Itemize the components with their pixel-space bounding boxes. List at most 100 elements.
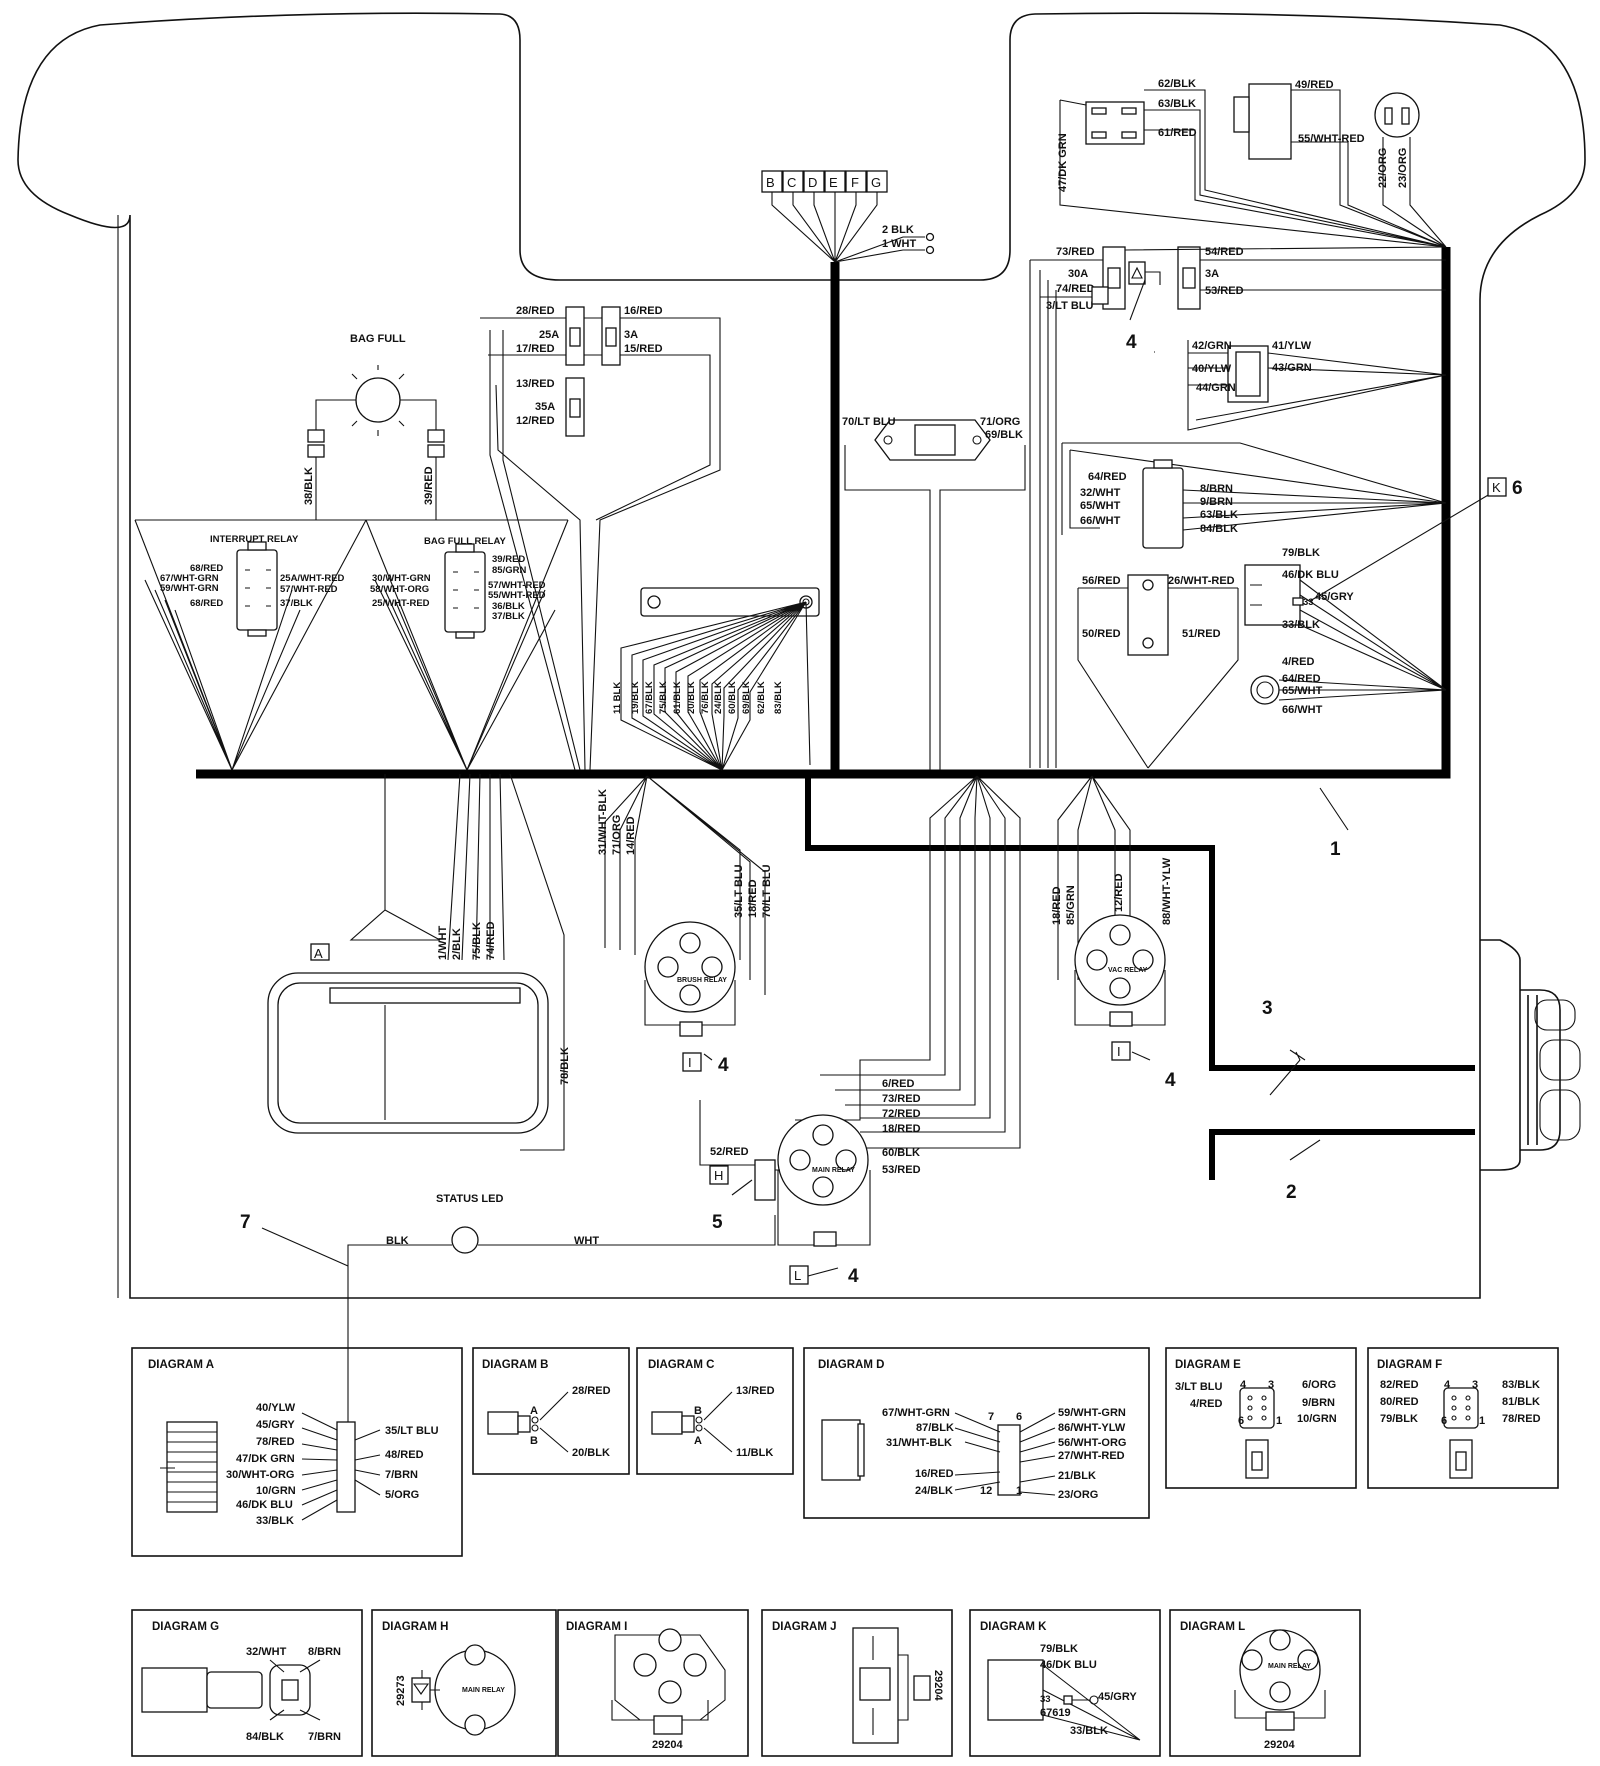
da-right-2: 7/BRN xyxy=(385,1469,418,1481)
k-wire-33blk: 33/BLK xyxy=(1282,619,1320,631)
dd-pin-6: 6 xyxy=(1016,1411,1022,1423)
r8-wire-8: 8/BRN xyxy=(1200,483,1233,495)
brush-relay xyxy=(604,775,766,1072)
df-right-2: 78/RED xyxy=(1502,1413,1541,1425)
a-box-letter: A xyxy=(314,946,323,961)
da-right-1: 48/RED xyxy=(385,1449,424,1461)
dc-pin-a: A xyxy=(694,1435,702,1447)
callout-4-brush: 4 xyxy=(718,1055,729,1076)
m-wire-73: 73/RED xyxy=(882,1093,921,1105)
gnd-wire-11: 83/BLK xyxy=(773,681,784,714)
db-top: 28/RED xyxy=(572,1385,611,1397)
tr-wire-61: 61/RED xyxy=(1158,127,1197,139)
de-pin-4: 4 xyxy=(1240,1379,1247,1391)
dd-left-0: 67/WHT-GRN xyxy=(882,1407,950,1419)
m-wire-52: 52/RED xyxy=(710,1146,749,1158)
diagram-i-title: DIAGRAM I xyxy=(566,1621,627,1633)
bag-full-relay xyxy=(444,543,486,639)
bcdefg-connector xyxy=(761,170,935,263)
horn-wire-65: 65/WHT xyxy=(1282,685,1323,697)
df-left-2: 79/BLK xyxy=(1380,1413,1418,1425)
gnd-wire-0: 11 BLK xyxy=(612,682,623,714)
k-wire-33: 33 xyxy=(1303,597,1314,608)
dd-right-3: 27/WHT-RED xyxy=(1058,1450,1125,1462)
a-wire-75: 75/BLK xyxy=(471,922,483,960)
sc-wire-41: 41/YLW xyxy=(1272,340,1312,352)
brush-relay-body-label: BRUSH RELAY xyxy=(677,977,727,984)
connector-letter-f: F xyxy=(851,175,859,190)
charger-unit xyxy=(267,773,565,1151)
right-connector-body xyxy=(1480,939,1581,1171)
callout-4-main: 4 xyxy=(848,1266,859,1287)
tr-wire-55: 55/WHT-RED xyxy=(1298,133,1365,145)
da-right-3: 5/ORG xyxy=(385,1489,419,1501)
db-pin-a: A xyxy=(530,1405,538,1417)
ground-bus xyxy=(620,587,820,771)
vac-wire-88: 88/WHT-YLW xyxy=(1161,857,1173,925)
diagram-d xyxy=(803,1347,1150,1519)
callout-6: 6 xyxy=(1512,478,1523,499)
diagram-b-title: DIAGRAM B xyxy=(482,1359,548,1371)
wire-39-label: 39/RED xyxy=(423,466,435,505)
status-led xyxy=(261,1215,776,1450)
a-wire-2: 2/BLK xyxy=(451,928,463,960)
cm-wire-70: 70/LT BLU xyxy=(842,416,896,428)
db-bottom: 20/BLK xyxy=(572,1447,610,1459)
da-left-0: 40/YLW xyxy=(256,1402,296,1414)
top-right-components xyxy=(1059,83,1447,248)
de-right-2: 10/GRN xyxy=(1297,1413,1337,1425)
dk-part: 67619 xyxy=(1040,1707,1071,1719)
callout-5: 5 xyxy=(712,1212,723,1233)
dc-bottom: 11/BLK xyxy=(736,1447,773,1459)
vac-wire-12: 12/RED xyxy=(1113,873,1125,912)
bf-wire-58: 58/WHT-ORG xyxy=(370,584,429,595)
bag-full-relay-title: BAG FULL RELAY xyxy=(424,536,506,547)
gnd-wire-2: 67/BLK xyxy=(644,681,655,714)
m-wire-18: 18/RED xyxy=(882,1123,921,1135)
ir-wire-68b: 68/RED xyxy=(190,598,223,609)
gnd-wire-3: 75/BLK xyxy=(658,681,669,714)
wire-2-blk-label: 2 BLK xyxy=(882,224,914,236)
i-box-letter-1: I xyxy=(688,1055,692,1070)
df-pin-3: 3 xyxy=(1472,1379,1478,1391)
interrupt-relay-title: INTERRUPT RELAY xyxy=(210,534,299,545)
dk-wire-45: 45/GRY xyxy=(1098,1691,1137,1703)
fuse-wire-15: 15/RED xyxy=(624,343,663,355)
dc-top: 13/RED xyxy=(736,1385,775,1397)
df-pin-4: 4 xyxy=(1444,1379,1451,1391)
right-fuse-block xyxy=(1029,246,1447,768)
br-wire-18: 18/RED xyxy=(747,879,759,918)
br-wire-14: 14/RED xyxy=(625,816,637,855)
r56-wire-56: 56/RED xyxy=(1082,575,1121,587)
dc-pin-b: B xyxy=(694,1405,702,1417)
relay-56 xyxy=(1077,574,1239,769)
tr-wire-22: 22/ORG xyxy=(1377,148,1389,188)
connector-letter-b: B xyxy=(766,175,775,190)
de-right-0: 6/ORG xyxy=(1302,1379,1336,1391)
main-relay-body-label: MAIN RELAY xyxy=(812,1167,855,1174)
br-wire-35: 35/LT BLU xyxy=(733,864,745,918)
di-part: 29204 xyxy=(652,1739,683,1751)
da-left-4: 30/WHT-ORG xyxy=(226,1469,294,1481)
gnd-wire-7: 24/BLK xyxy=(713,681,724,714)
diagram-d-title: DIAGRAM D xyxy=(818,1359,884,1371)
vac-relay xyxy=(1057,775,1166,1061)
a-wire-1: 1/WHT xyxy=(437,926,449,961)
ir-wire-57: 57/WHT-RED xyxy=(280,584,338,595)
ir-wire-37: 37/BLK xyxy=(280,598,313,609)
de-pin-1: 1 xyxy=(1276,1415,1282,1427)
da-left-2: 78/RED xyxy=(256,1436,295,1448)
dk-wire-33blk: 33/BLK xyxy=(1070,1725,1108,1737)
diagram-f-title: DIAGRAM F xyxy=(1377,1359,1442,1371)
bag-full-light-icon xyxy=(307,365,445,520)
diagram-g xyxy=(131,1609,363,1757)
dl-part: 29204 xyxy=(1264,1739,1295,1751)
da-left-3: 47/DK GRN xyxy=(236,1453,295,1465)
tr-wire-23: 23/ORG xyxy=(1397,148,1409,188)
br-wire-70: 70/LT BLU xyxy=(761,864,773,918)
bag-full-label: BAG FULL xyxy=(350,333,406,345)
connector-letter-d: D xyxy=(808,175,817,190)
k-connector xyxy=(1244,477,1507,705)
